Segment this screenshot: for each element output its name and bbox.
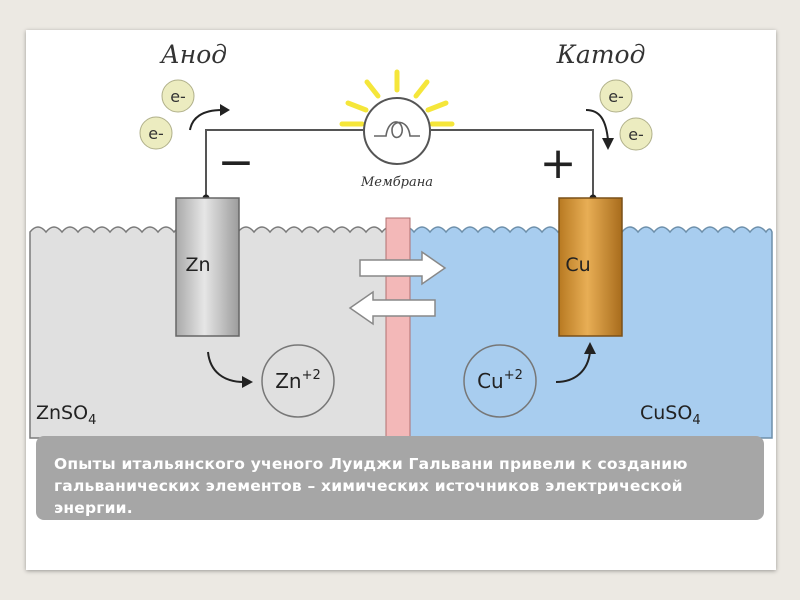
electron-ball-icon: e- — [139, 116, 173, 150]
cathode-electron-arrow-icon — [585, 109, 614, 150]
caption-box: Опыты итальянского ученого Луиджи Гальва… — [36, 436, 764, 520]
membrane — [385, 217, 411, 439]
electron-label: e- — [148, 124, 164, 143]
svg-text:Cu+2: Cu+2 — [477, 368, 523, 393]
electron-ball-icon: e- — [599, 79, 633, 113]
copper-ion-charge: +2 — [504, 368, 523, 383]
copper-ion-arrow-icon — [555, 342, 596, 383]
anode-electron-arrow-icon — [189, 104, 230, 131]
right-solution-subscript: 4 — [692, 413, 700, 428]
zinc-ion-circle: Zn+2 — [261, 344, 335, 418]
electron-label: e- — [170, 87, 186, 106]
bulb-rays — [339, 69, 455, 127]
zinc-electrode — [175, 197, 240, 337]
left-solution-subscript: 4 — [88, 413, 96, 428]
plus-sign: + — [540, 138, 577, 189]
anode-label: Анод — [159, 40, 227, 69]
zinc-ion-arrow-icon — [207, 351, 253, 388]
circuit-wire — [205, 129, 594, 198]
electron-label: e- — [628, 125, 644, 144]
zinc-electrode-label: Zn — [185, 254, 210, 276]
copper-electrode-label: Cu — [565, 254, 590, 276]
minus-sign: − — [218, 137, 255, 188]
bulb-icon — [363, 97, 431, 165]
cathode-label: Катод — [556, 40, 646, 69]
membrane-label: Мембрана — [360, 175, 433, 190]
copper-ion-label: Cu — [477, 369, 504, 393]
right-solution-label: CuSO — [640, 402, 692, 424]
svg-text:Zn+2: Zn+2 — [275, 368, 321, 393]
electron-ball-icon: e- — [619, 117, 653, 151]
left-solution-label: ZnSO — [36, 402, 88, 424]
svg-text:CuSO4: CuSO4 — [640, 402, 701, 428]
svg-text:ZnSO4: ZnSO4 — [36, 402, 96, 428]
electron-label: e- — [608, 87, 624, 106]
zinc-ion-charge: +2 — [302, 368, 321, 383]
copper-ion-circle: Cu+2 — [463, 344, 537, 418]
electron-ball-icon: e- — [161, 79, 195, 113]
caption-text: Опыты итальянского ученого Луиджи Гальва… — [54, 455, 688, 517]
left-ion-arrow-icon — [348, 290, 436, 326]
zinc-ion-label: Zn — [275, 369, 301, 393]
copper-electrode — [558, 197, 623, 337]
right-ion-arrow-icon — [359, 250, 447, 286]
